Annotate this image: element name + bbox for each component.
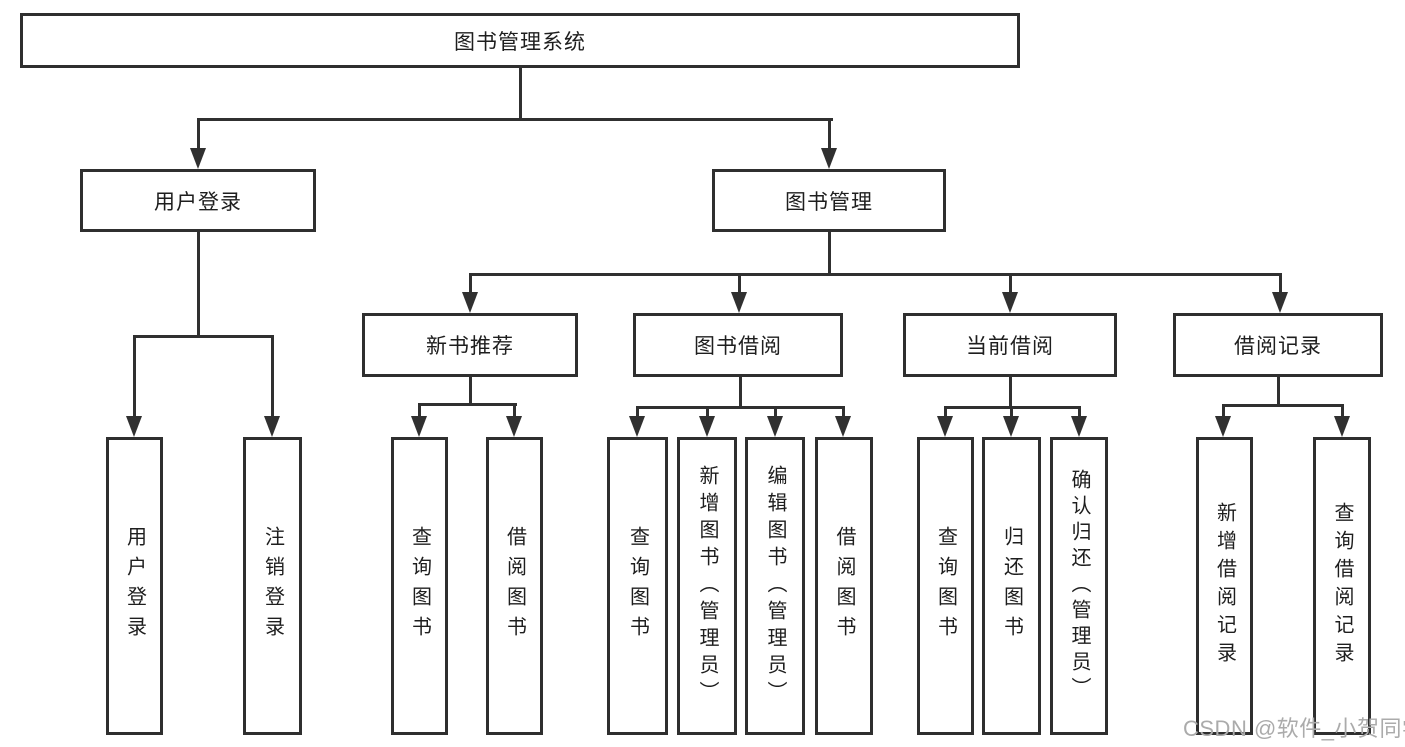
connector-mgmt-stem (828, 232, 831, 276)
arrow-to-bor-query (629, 416, 645, 437)
node-cur-query-book: 查询图书 (917, 437, 974, 735)
connector-bor-borrow-shaft (842, 406, 845, 418)
connector-rec-shaft (469, 273, 472, 294)
arrow-to-rec (462, 292, 478, 313)
arrow-to-login (190, 148, 206, 169)
arrow-to-cur-confirm (1071, 416, 1087, 437)
node-bor-edit-book: 编辑图书（管理员） (745, 437, 805, 735)
node-new-book-rec: 新书推荐 (362, 313, 578, 377)
csdn-watermark: CSDN @软件_小贺同学 (1183, 716, 1405, 741)
node-root: 图书管理系统 (20, 13, 1020, 68)
connector-current-shaft (1009, 273, 1012, 294)
arrow-to-cur-query (937, 416, 953, 437)
node-user-login: 用户登录 (80, 169, 316, 232)
arrow-to-mgmt (821, 148, 837, 169)
connector-rec-borrow-shaft (513, 403, 516, 418)
node-bor-query-book: 查询图书 (607, 437, 668, 735)
connector-borrow-rail (636, 406, 845, 409)
connector-bor-add-shaft (706, 406, 709, 418)
node-book-mgmt: 图书管理 (712, 169, 946, 232)
connector-level2-rail (197, 118, 833, 121)
connector-rcd-query-shaft (1341, 404, 1344, 418)
node-rec-query-book: 查询图书 (391, 437, 448, 735)
node-user-login-leaf: 用户登录 (106, 437, 163, 735)
connector-login-do-shaft (133, 335, 136, 417)
connector-record-shaft (1279, 273, 1282, 294)
connector-logout-shaft (271, 335, 274, 417)
arrow-to-record (1272, 292, 1288, 313)
arrow-to-logout (264, 416, 280, 437)
node-bor-borrow-book: 借阅图书 (815, 437, 873, 735)
connector-login-shaft (197, 118, 200, 151)
node-rec-borrow-book: 借阅图书 (486, 437, 543, 735)
connector-current-stem (1009, 377, 1012, 409)
connector-cur-return-shaft (1010, 406, 1013, 418)
node-logout: 注销登录 (243, 437, 302, 735)
arrow-to-rec-borrow (506, 416, 522, 437)
arrow-to-rcd-query (1334, 416, 1350, 437)
arrow-to-cur-return (1003, 416, 1019, 437)
node-rcd-query-record: 查询借阅记录 (1313, 437, 1371, 735)
connector-cur-query-shaft (944, 406, 947, 418)
connector-rec-stem (469, 377, 472, 406)
connector-level3-rail (469, 273, 1282, 276)
connector-rec-rail (418, 403, 517, 406)
connector-borrow-shaft (738, 273, 741, 294)
node-current-borrow: 当前借阅 (903, 313, 1117, 377)
arrow-to-bor-add (699, 416, 715, 437)
connector-record-rail (1222, 404, 1344, 407)
arrow-to-bor-edit (767, 416, 783, 437)
node-rcd-add-record: 新增借阅记录 (1196, 437, 1253, 735)
connector-login-rail (133, 335, 274, 338)
arrow-to-borrow (731, 292, 747, 313)
node-borrow-record: 借阅记录 (1173, 313, 1383, 377)
arrow-to-bor-borrow (835, 416, 851, 437)
connector-login-stem (197, 232, 200, 338)
connector-rec-query-shaft (418, 403, 421, 418)
arrow-to-rcd-add (1215, 416, 1231, 437)
node-cur-confirm-return: 确认归还（管理员） (1050, 437, 1108, 735)
connector-root-stem (519, 66, 522, 120)
node-book-borrow: 图书借阅 (633, 313, 843, 377)
connector-record-stem (1277, 377, 1280, 407)
connector-bor-query-shaft (636, 406, 639, 418)
connector-borrow-stem (739, 377, 742, 409)
node-bor-add-book: 新增图书（管理员） (677, 437, 737, 735)
connector-bor-edit-shaft (774, 406, 777, 418)
connector-cur-confirm-shaft (1078, 406, 1081, 418)
connector-mgmt-shaft (828, 118, 831, 151)
node-cur-return-book: 归还图书 (982, 437, 1041, 735)
connector-rcd-add-shaft (1222, 404, 1225, 418)
arrow-to-rec-query (411, 416, 427, 437)
arrow-to-login-do (126, 416, 142, 437)
arrow-to-current (1002, 292, 1018, 313)
